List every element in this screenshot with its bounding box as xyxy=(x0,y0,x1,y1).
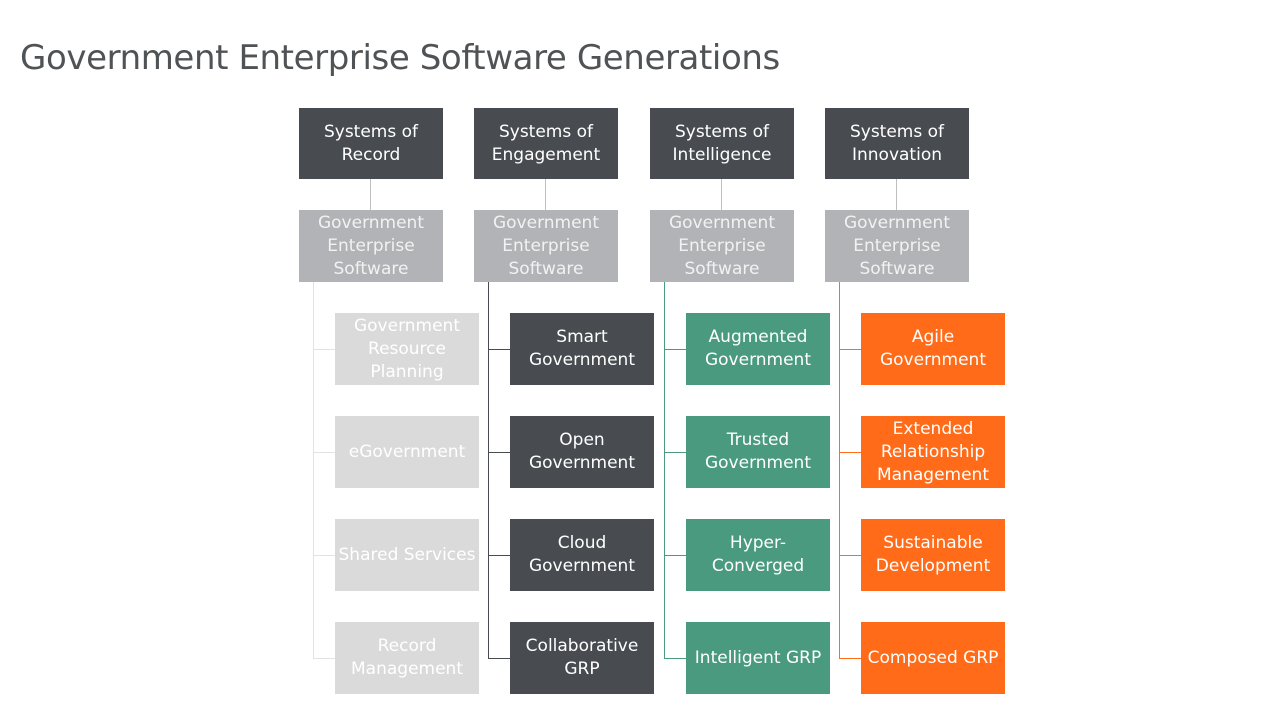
spine-line-intelligence xyxy=(664,282,665,659)
subheader-engagement-ges[interactable]: Government Enterprise Software xyxy=(474,210,618,282)
item-record-management[interactable]: Record Management xyxy=(335,622,479,694)
item-open-government[interactable]: Open Government xyxy=(510,416,654,488)
spine-line-engagement xyxy=(488,282,489,659)
item-sustainable-development[interactable]: Sustainable Development xyxy=(861,519,1005,591)
connector-line xyxy=(545,179,546,210)
item-trusted-government[interactable]: Trusted Government xyxy=(686,416,830,488)
item-egovernment[interactable]: eGovernment xyxy=(335,416,479,488)
page-title: Government Enterprise Software Generatio… xyxy=(20,38,780,78)
item-agile-government[interactable]: Agile Government xyxy=(861,313,1005,385)
subheader-innovation-ges[interactable]: Government Enterprise Software xyxy=(825,210,969,282)
subheader-record-ges[interactable]: Government Enterprise Software xyxy=(299,210,443,282)
item-extended-relationship-management[interactable]: Extended Relationship Management xyxy=(861,416,1005,488)
branch-line xyxy=(488,349,510,350)
branch-line xyxy=(664,349,686,350)
branch-line xyxy=(313,349,335,350)
branch-line xyxy=(664,658,686,659)
header-systems-of-intelligence[interactable]: Systems of Intelligence xyxy=(650,108,794,179)
item-hyper-converged[interactable]: Hyper- Converged xyxy=(686,519,830,591)
branch-line xyxy=(664,555,686,556)
branch-line xyxy=(313,452,335,453)
branch-line xyxy=(839,349,861,350)
branch-line xyxy=(313,658,335,659)
connector-line xyxy=(896,179,897,210)
header-systems-of-engagement[interactable]: Systems of Engagement xyxy=(474,108,618,179)
branch-line xyxy=(488,555,510,556)
item-augmented-government[interactable]: Augmented Government xyxy=(686,313,830,385)
subheader-intelligence-ges[interactable]: Government Enterprise Software xyxy=(650,210,794,282)
branch-line xyxy=(839,452,861,453)
branch-line xyxy=(839,555,861,556)
item-shared-services[interactable]: Shared Services xyxy=(335,519,479,591)
branch-line xyxy=(313,555,335,556)
spine-line-innovation xyxy=(839,282,840,659)
item-cloud-government[interactable]: Cloud Government xyxy=(510,519,654,591)
branch-line xyxy=(664,452,686,453)
spine-line-record xyxy=(313,282,314,659)
item-intelligent-grp[interactable]: Intelligent GRP xyxy=(686,622,830,694)
item-composed-grp[interactable]: Composed GRP xyxy=(861,622,1005,694)
connector-line xyxy=(721,179,722,210)
connector-line xyxy=(370,179,371,210)
header-systems-of-innovation[interactable]: Systems of Innovation xyxy=(825,108,969,179)
branch-line xyxy=(488,452,510,453)
item-government-resource-planning[interactable]: Government Resource Planning xyxy=(335,313,479,385)
branch-line xyxy=(839,658,861,659)
item-collaborative-grp[interactable]: Collaborative GRP xyxy=(510,622,654,694)
header-systems-of-record[interactable]: Systems of Record xyxy=(299,108,443,179)
branch-line xyxy=(488,658,510,659)
item-smart-government[interactable]: Smart Government xyxy=(510,313,654,385)
